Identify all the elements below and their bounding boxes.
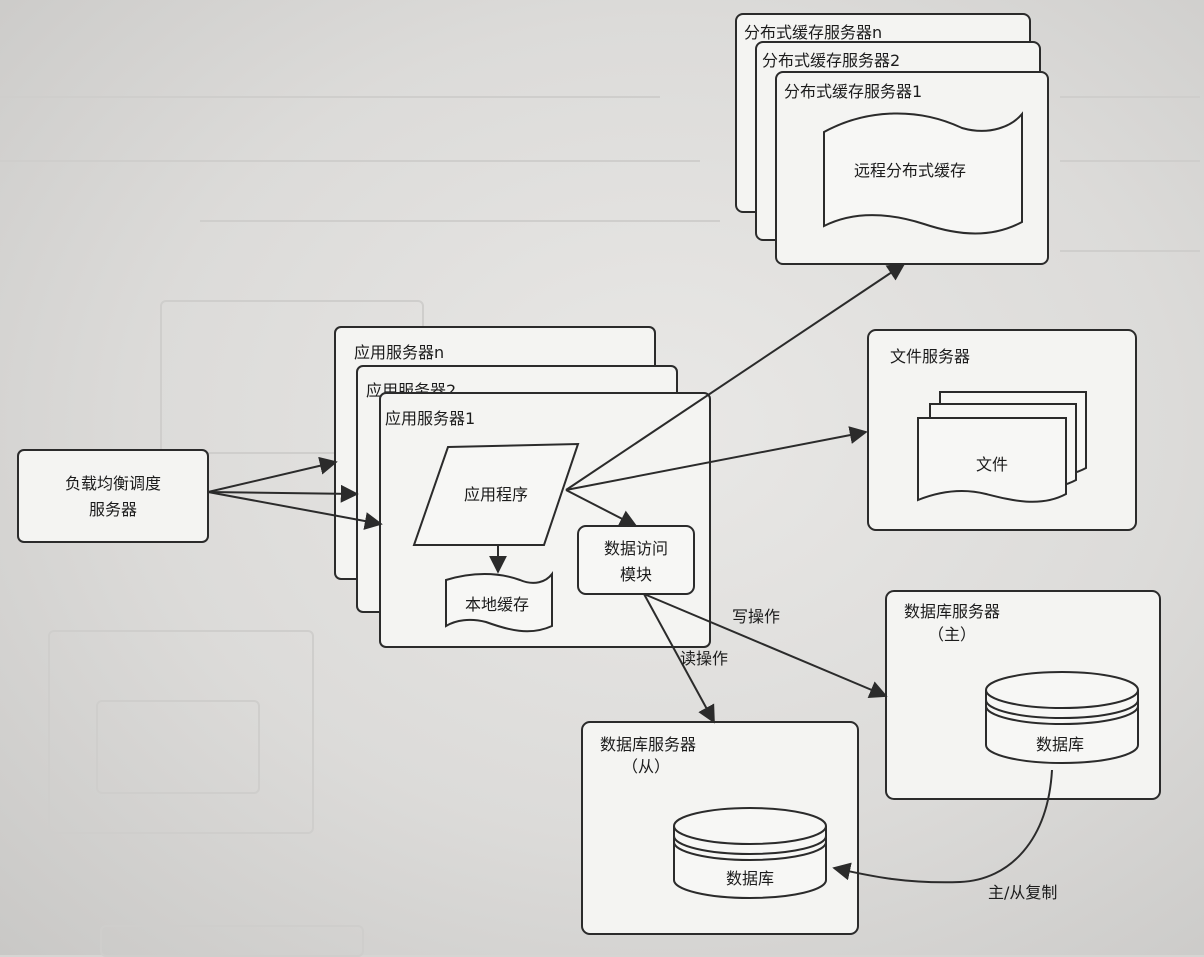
db-slave-cylinder-icon	[673, 807, 827, 899]
bleed-through-text	[1060, 96, 1200, 98]
arrow-lb-to-app-n	[207, 456, 338, 493]
bleed-through-text	[0, 160, 700, 162]
db-master-server: 数据库服务器 （主） 数据库	[885, 590, 1161, 800]
arrow-lb-to-app-1	[207, 491, 383, 530]
replication-label: 主/从复制	[988, 883, 1057, 902]
arrow-write-to-master	[643, 593, 888, 699]
load-balancer-line2: 服务器	[89, 500, 137, 519]
file-server: 文件服务器 文件	[867, 329, 1137, 531]
arrow-lb-to-app-2	[207, 484, 359, 503]
connections	[207, 262, 1053, 884]
remote-cache-label: 远程分布式缓存	[854, 161, 966, 180]
file-server-title: 文件服务器	[890, 347, 970, 366]
file-label: 文件	[976, 455, 1008, 474]
data-access-line1: 数据访问	[604, 539, 668, 558]
arrow-app-to-file-server	[565, 426, 868, 491]
bleed-through-text	[1060, 160, 1200, 162]
db-slave-title: 数据库服务器	[600, 735, 696, 754]
local-cache-label: 本地缓存	[465, 595, 529, 614]
db-slave-label: 数据库	[726, 869, 774, 888]
bleed-through-text	[200, 220, 720, 222]
cache-server-stack: 分布式缓存服务器n 分布式缓存服务器2 分布式缓存服务器1 远程分布式缓存	[735, 13, 1049, 265]
load-balancer-box	[17, 449, 209, 543]
arrow-read-from-slave	[643, 593, 715, 724]
load-balancer-line1: 负载均衡调度	[65, 474, 161, 493]
read-operation-label: 读操作	[680, 649, 728, 668]
app-program-parallelogram-icon	[412, 442, 580, 546]
bleed-through-box	[96, 700, 260, 794]
bleed-through-text	[1060, 250, 1200, 252]
db-master-subtitle: （主）	[928, 625, 976, 644]
app-server-stack: 应用服务器n 应用服务器2 应用服务器1 应用程序 本地缓存 数据访问 模块	[334, 326, 711, 648]
arrow-master-slave-replication	[832, 769, 1053, 884]
bleed-through-box	[48, 630, 314, 834]
arrow-app-to-data-access	[565, 489, 638, 527]
app-server-1-label: 应用服务器1	[385, 409, 475, 428]
db-master-title: 数据库服务器	[904, 602, 1000, 621]
db-slave-server: 数据库服务器 （从） 数据库	[581, 721, 859, 935]
db-master-cylinder-icon	[985, 671, 1139, 764]
local-cache-document-icon	[445, 571, 553, 633]
data-access-line2: 模块	[620, 565, 652, 584]
write-operation-label: 写操作	[732, 607, 780, 626]
db-master-label: 数据库	[1036, 735, 1084, 754]
remote-cache-document-icon	[823, 111, 1023, 235]
cache-server-1-label: 分布式缓存服务器1	[784, 82, 922, 101]
app-program-label: 应用程序	[464, 485, 528, 504]
arrow-app-to-remote-cache	[565, 262, 906, 491]
bleed-through-text	[0, 96, 660, 98]
load-balancer: 负载均衡调度 服务器	[17, 449, 209, 543]
cache-server-2-label: 分布式缓存服务器2	[762, 51, 900, 70]
cache-server-n-label: 分布式缓存服务器n	[744, 23, 882, 42]
file-document-icon	[917, 417, 1067, 503]
db-slave-subtitle: （从）	[622, 757, 670, 776]
app-server-n-label: 应用服务器n	[354, 343, 444, 362]
